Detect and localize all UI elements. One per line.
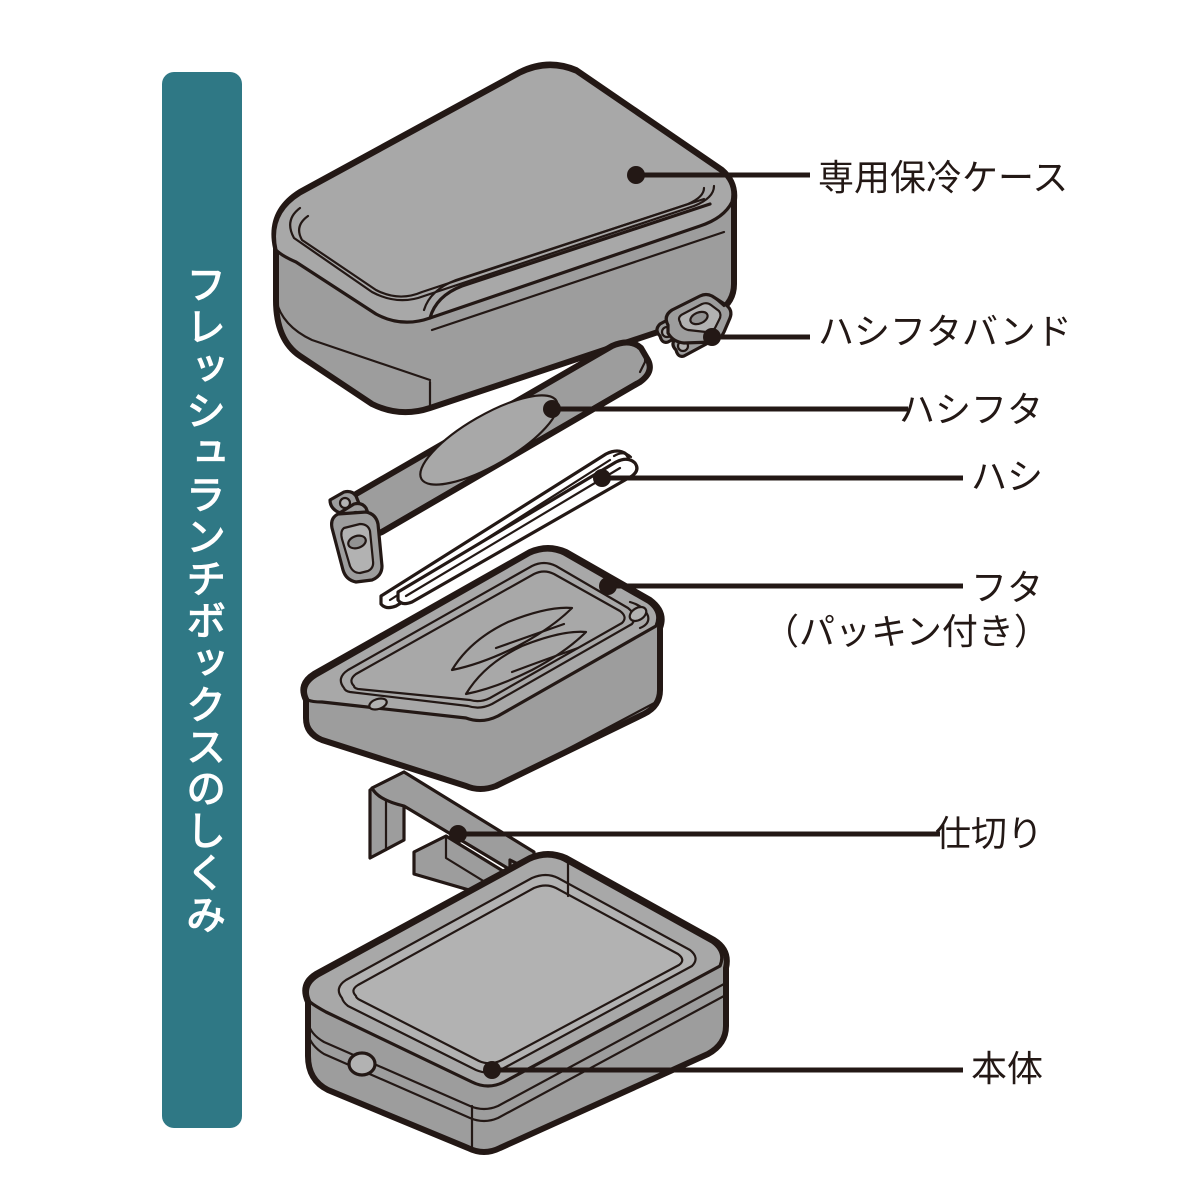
leader-line-cooler-case bbox=[627, 166, 810, 184]
leader-line-chopstick-lid bbox=[543, 400, 908, 418]
part-lid bbox=[300, 545, 665, 792]
label-cooler-case: 専用保冷ケース bbox=[818, 158, 1069, 199]
leader-line-divider bbox=[449, 825, 940, 843]
label-chopsticks: ハシ bbox=[970, 457, 1043, 498]
title-banner: フレッシュランチボックスのしくみ bbox=[162, 72, 242, 1128]
title-banner-text: フレッシュランチボックスのしくみ bbox=[179, 264, 225, 936]
label-chopstick-lid-band: ハシフタバンド bbox=[818, 312, 1072, 353]
part-cooler-case bbox=[271, 61, 738, 416]
label-chopstick-lid: ハシフタ bbox=[898, 390, 1043, 431]
label-body: 本体 bbox=[970, 1049, 1043, 1090]
part-body bbox=[302, 851, 730, 1155]
leader-lines bbox=[449, 166, 963, 1079]
leader-line-lid bbox=[599, 577, 963, 595]
leader-line-chopsticks bbox=[593, 469, 963, 487]
part-chopsticks bbox=[379, 449, 639, 610]
label-lid: フタ bbox=[970, 568, 1043, 609]
leader-line-body bbox=[483, 1061, 963, 1079]
leader-line-band bbox=[703, 328, 810, 346]
part-chopstick-lid bbox=[328, 339, 653, 584]
label-lid-sub: （パッキン付き） bbox=[763, 612, 1050, 653]
label-divider: 仕切り bbox=[934, 814, 1043, 855]
